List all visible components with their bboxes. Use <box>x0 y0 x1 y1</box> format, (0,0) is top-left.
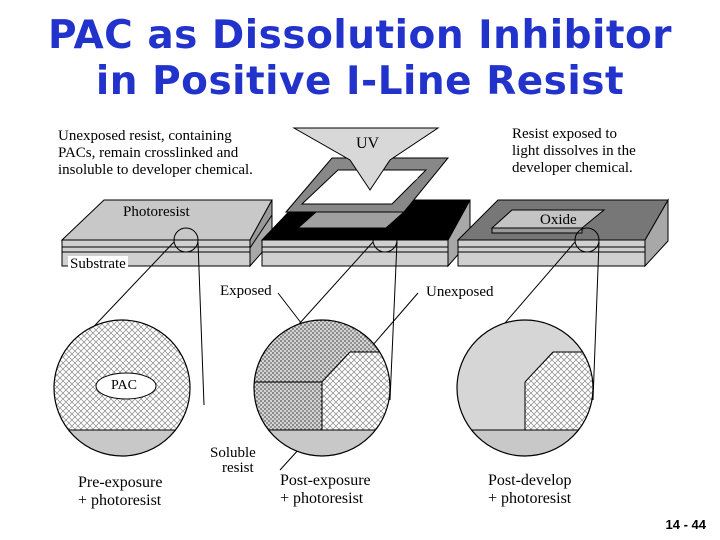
pac-ellipse <box>95 372 157 400</box>
note-unexposed: Unexposed resist, containing PACs, remai… <box>58 128 253 178</box>
circle-post-develop <box>457 320 593 456</box>
caption-post-develop: Post-develop + photoresist <box>488 472 572 507</box>
pac-label: PAC <box>111 378 137 393</box>
slide-title-line-2: in Positive I-Line Resist <box>95 59 625 104</box>
oxide-label: Oxide <box>540 212 577 228</box>
soluble-resist-label: Soluble resist <box>210 445 256 476</box>
caption-pre-exposure: Pre-exposure + photoresist <box>78 474 163 509</box>
zoom-ring-2 <box>372 227 398 253</box>
wafer-exposed <box>260 199 471 268</box>
uv-arrow <box>292 127 440 191</box>
circle-post-exposure <box>254 320 390 456</box>
wafer-unexposed <box>60 199 273 268</box>
slide-title-line-1: PAC as Dissolution Inhibitor <box>47 13 673 58</box>
note-exposed: Resist exposed to light dissolves in the… <box>512 126 636 176</box>
circle-pre-exposure <box>54 320 190 456</box>
uv-label: UV <box>356 135 380 152</box>
unexposed-label: Unexposed <box>426 284 494 301</box>
wafer-developed <box>456 198 669 268</box>
substrate-label: Substrate <box>68 256 128 273</box>
exposed-label: Exposed <box>220 283 272 300</box>
zoom-ring-1 <box>173 227 199 253</box>
caption-post-exposure: Post-exposure + photoresist <box>280 472 371 507</box>
page-number: 14 - 44 <box>665 517 706 532</box>
photoresist-label: Photoresist <box>123 204 190 220</box>
zoom-ring-3 <box>574 227 600 253</box>
